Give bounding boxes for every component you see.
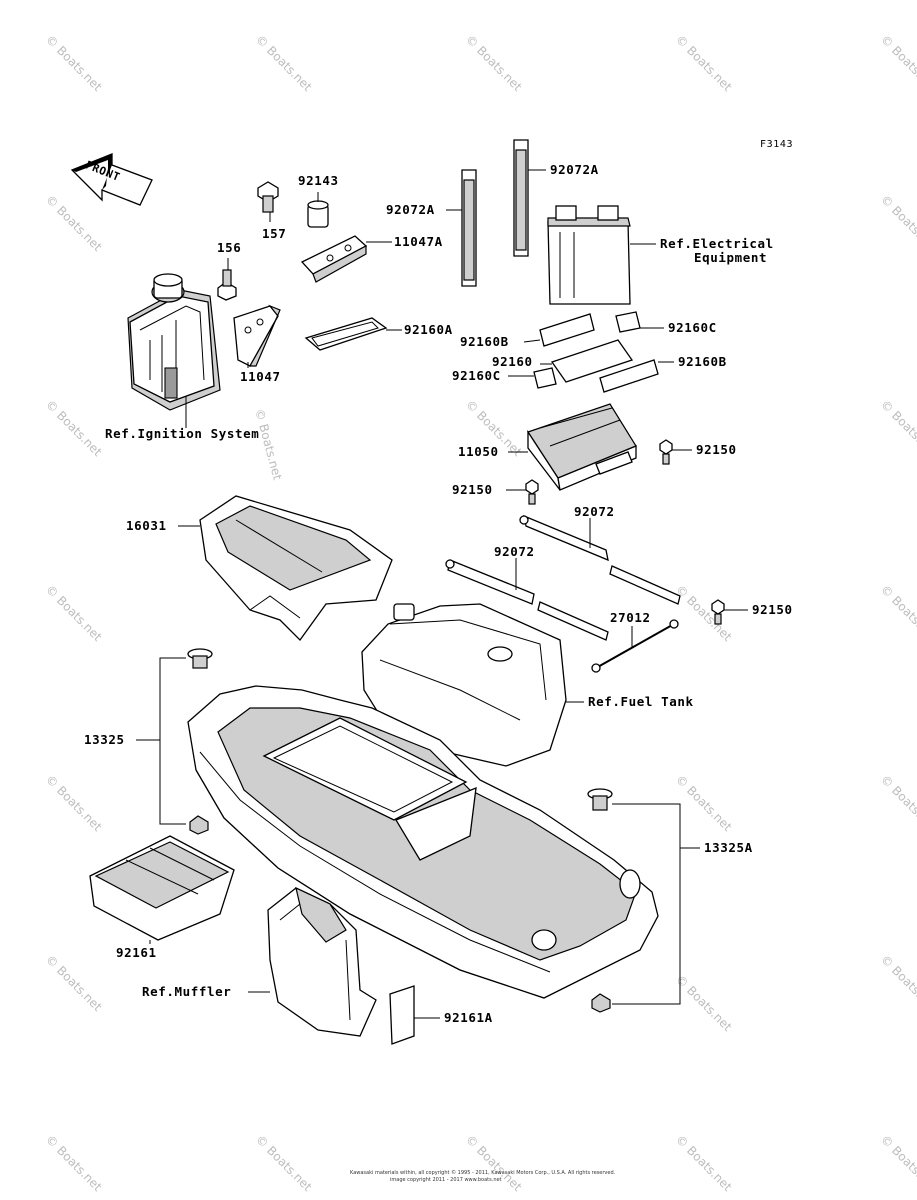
label-ref-ignition-system: Ref.Ignition System (105, 426, 259, 441)
watermark: © Boats.net (43, 952, 105, 1014)
pad-92160 (550, 339, 634, 383)
watermark: © Boats.net (43, 397, 105, 459)
label-ref-muffler: Ref.Muffler (142, 984, 231, 999)
bolt-92150-b (525, 479, 539, 505)
label-92072a-left: 92072A (386, 202, 435, 217)
rod-27012 (591, 619, 679, 673)
bolt-92150-c (711, 599, 725, 625)
watermark: © Boats.net (878, 582, 917, 644)
battery (547, 205, 631, 305)
pad-92160b-left (539, 313, 595, 347)
strap-92072-upper (519, 514, 681, 605)
bolt-156 (217, 269, 237, 301)
watermark: © Boats.net (878, 32, 917, 94)
label-11047: 11047 (240, 369, 281, 384)
label-92160c-left: 92160C (452, 368, 501, 383)
strap-92072a-right (513, 139, 529, 257)
label-156: 156 (217, 240, 241, 255)
watermark: © Boats.net (673, 772, 735, 834)
strap-92072-lower (445, 559, 609, 641)
label-sticker-92161a (389, 985, 415, 1045)
watermark: © Boats.net (878, 192, 917, 254)
mat-92161 (89, 835, 235, 941)
hull-body (187, 685, 659, 999)
label-equipment: Equipment (694, 250, 767, 265)
front-arrow-icon: FRONT (70, 153, 153, 206)
watermark: © Boats.net (43, 582, 105, 644)
label-92160b-right: 92160B (678, 354, 727, 369)
watermark: © Boats.net (673, 582, 735, 644)
pad-92160b-right (599, 359, 659, 393)
watermark: © Boats.net (463, 32, 525, 94)
label-92150-a: 92150 (696, 442, 737, 457)
label-92150-c: 92150 (752, 602, 793, 617)
watermark: © Boats.net (253, 1132, 315, 1194)
label-ref-fuel-tank: Ref.Fuel Tank (588, 694, 694, 709)
label-92161: 92161 (116, 945, 157, 960)
grommet-13325-bottom (189, 815, 209, 835)
label-ref-electrical: Ref.Electrical (660, 236, 774, 251)
battery-case-11050 (527, 403, 637, 491)
label-92072-upper: 92072 (574, 504, 615, 519)
watermark: © Boats.net (253, 32, 315, 94)
label-27012: 27012 (610, 610, 651, 625)
label-13325: 13325 (84, 732, 125, 747)
watermark: © Boats.net (673, 972, 735, 1034)
watermark: © Boats.net (878, 397, 917, 459)
label-92160: 92160 (492, 354, 533, 369)
label-92161a: 92161A (444, 1010, 493, 1025)
watermark: © Boats.net (463, 1132, 525, 1194)
watermark: © Boats.net (43, 192, 105, 254)
leader-line (612, 803, 681, 1005)
leader-line (523, 339, 541, 343)
label-92072a-right: 92072A (550, 162, 599, 177)
watermark: © Boats.net (673, 1132, 735, 1194)
leader-line (159, 657, 186, 825)
label-92160a: 92160A (404, 322, 453, 337)
pad-92160c-left (533, 367, 557, 389)
label-92072-lower: 92072 (494, 544, 535, 559)
watermark: © Boats.net (878, 772, 917, 834)
copyright-footer: Kawasaki materials within, all copyright… (350, 1169, 616, 1176)
grommet-13325a-bottom (591, 993, 611, 1013)
muffler-cover (267, 886, 377, 1037)
figure-code: F3143 (760, 139, 793, 150)
seat-16031 (199, 495, 393, 641)
collar-92143 (307, 200, 329, 228)
label-92160c-right: 92160C (668, 320, 717, 335)
watermark: © Boats.net (43, 1132, 105, 1194)
bolt-92150-a (659, 439, 673, 465)
label-92160b-left: 92160B (460, 334, 509, 349)
pad-92160a (304, 317, 388, 351)
bracket-11047a (300, 235, 368, 283)
label-13325a: 13325A (704, 840, 753, 855)
watermark: © Boats.net (43, 32, 105, 94)
label-92150-b: 92150 (452, 482, 493, 497)
watermark: © Boats.net (43, 772, 105, 834)
bracket-11047 (233, 304, 281, 367)
copyright-footer-2: image copyright 2011 - 2017 www.boats.ne… (390, 1177, 502, 1183)
strap-92072a-left (461, 169, 477, 287)
bolt-157 (257, 181, 279, 213)
grommet-13325a-top (587, 788, 613, 811)
pad-92160c-right (615, 311, 641, 333)
ignition-box (127, 273, 221, 411)
label-11047a: 11047A (394, 234, 443, 249)
grommet-13325-top (187, 648, 213, 669)
watermark: © Boats.net (252, 407, 285, 482)
label-16031: 16031 (126, 518, 167, 533)
fuel-tank (361, 603, 567, 767)
watermark: © Boats.net (878, 952, 917, 1014)
watermark: © Boats.net (878, 1132, 917, 1194)
label-92143: 92143 (298, 173, 339, 188)
watermark: © Boats.net (673, 32, 735, 94)
label-11050: 11050 (458, 444, 499, 459)
label-157: 157 (262, 226, 286, 241)
